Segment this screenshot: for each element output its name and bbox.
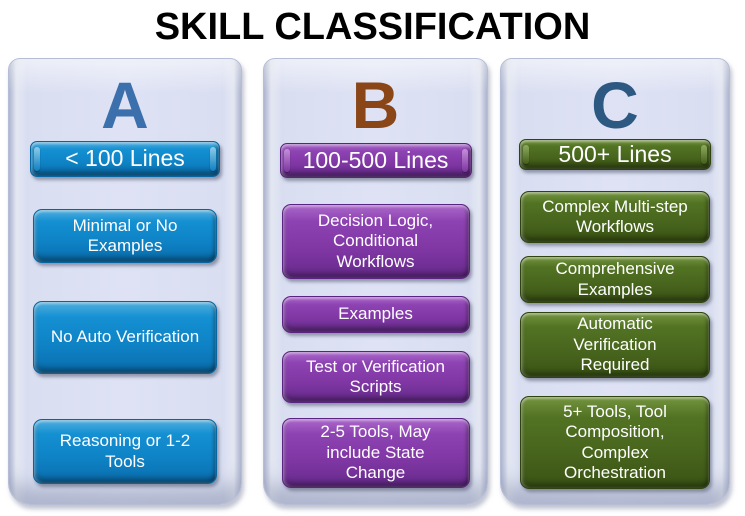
column-a-letter: A: [101, 68, 149, 142]
column-c-size-badge: 500+ Lines: [519, 139, 711, 170]
column-c-item-comprehensive-examples: Comprehensive Examples: [520, 256, 710, 303]
column-b-item-test-scripts: Test or Verification Scripts: [281, 351, 470, 403]
column-c-letter: C: [591, 68, 639, 142]
column-c-item-tools-orchestration: 5+ Tools, Tool Composition, Complex Orch…: [520, 396, 710, 489]
column-c-item-automatic-verification: Automatic Verification Required: [520, 312, 710, 378]
column-b-panel: B 100-500 Lines Decision Logic, Conditio…: [263, 58, 488, 505]
column-b-item-decision-logic: Decision Logic, Conditional Workflows: [281, 204, 470, 279]
column-b-item-tools-state-change: 2-5 Tools, May include State Change: [281, 418, 470, 488]
page-title: SKILL CLASSIFICATION: [154, 6, 591, 48]
column-b-letter: B: [351, 68, 400, 142]
column-a-panel: A < 100 Lines Minimal or No Examples No …: [8, 58, 242, 505]
column-b-size-badge: 100-500 Lines: [279, 143, 472, 178]
column-a-item-reasoning-tools: Reasoning or 1-2 Tools: [33, 419, 217, 484]
column-b-item-examples: Examples: [281, 296, 470, 333]
column-a-size-badge: < 100 Lines: [30, 141, 220, 177]
column-c-item-complex-workflows: Complex Multi-step Workflows: [520, 191, 710, 243]
column-a-item-minimal-examples: Minimal or No Examples: [33, 209, 217, 263]
column-a-item-no-auto-verification: No Auto Verification: [33, 301, 217, 374]
column-c-panel: C 500+ Lines Complex Multi-step Workflow…: [500, 58, 730, 505]
